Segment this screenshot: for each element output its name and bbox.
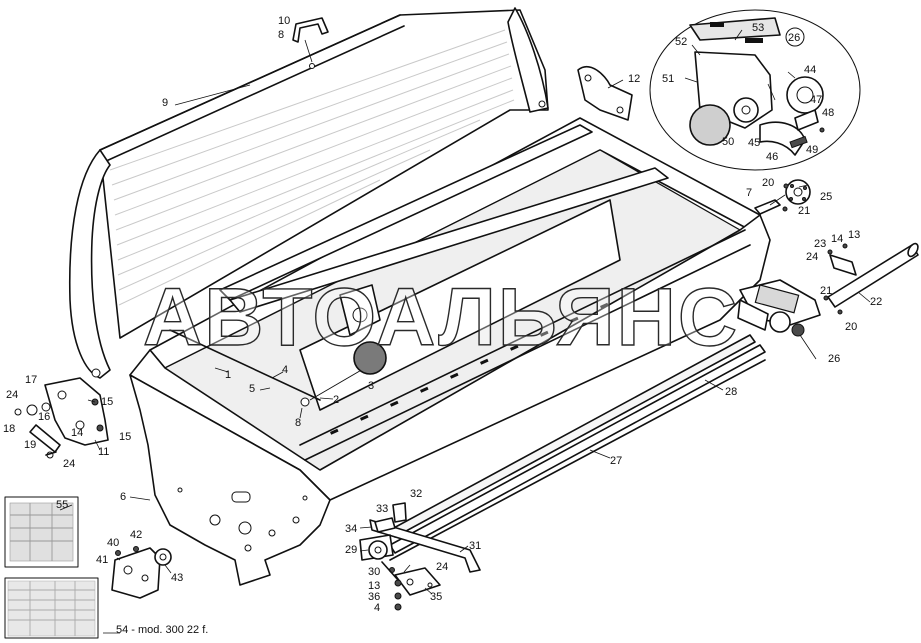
callout-43: 43 [171,572,183,584]
callout-36: 36 [368,591,380,603]
callout-25: 25 [820,191,832,203]
callout-33: 33 [376,503,388,515]
callout-3: 3 [368,380,374,392]
seed-hopper-body [129,117,771,586]
callout-24b: 24 [63,458,75,470]
callout-2: 2 [333,394,339,406]
lever-assembly [359,502,481,611]
callout-31: 31 [469,540,481,552]
callout-24d: 24 [436,561,448,573]
callout-21b: 21 [798,205,810,217]
hopper-lid [68,7,549,379]
callout-9: 9 [162,97,168,109]
seed-table-54 [4,577,99,639]
callout-32: 32 [410,488,422,500]
callout-6: 6 [120,491,126,503]
metering-slots [330,302,609,435]
callout-17: 17 [25,374,37,386]
callout-labels: 10 8 9 12 1 4 5 3 2 8 6 17 24 16 15 14 1… [3,15,882,636]
detail-label-ring [785,27,805,47]
lid-ribs [109,29,515,306]
callout-42: 42 [130,529,142,541]
callout-55: 55 [56,499,68,511]
callout-29: 29 [345,544,357,556]
caption-54: 54 - mod. 300 22 f. [116,624,208,636]
callout-13a: 13 [848,229,860,241]
callout-22: 22 [870,296,882,308]
bearing-plate [111,546,172,599]
callout-24c: 24 [806,251,818,263]
callout-51: 51 [662,73,674,85]
callout-16: 16 [38,411,50,423]
callout-28: 28 [725,386,737,398]
callout-4b: 4 [374,602,380,614]
callout-14b: 14 [831,233,843,245]
callout-34: 34 [345,523,357,535]
callout-19: 19 [24,439,36,451]
callout-1: 1 [225,369,231,381]
callout-27: 27 [610,455,622,467]
detail-view-26 [649,9,861,171]
drive-gear-26 [737,279,821,337]
callout-8a: 8 [278,29,284,41]
callout-14a: 14 [71,427,83,439]
callout-15a: 15 [101,396,113,408]
callout-44: 44 [804,64,816,76]
callout-41: 41 [96,554,108,566]
callout-4a: 4 [282,364,288,376]
callout-5: 5 [249,383,255,395]
callout-20b: 20 [762,177,774,189]
callout-21a: 21 [820,285,832,297]
end-plate-holes [177,487,308,552]
plate-23 [823,243,857,315]
watermark: АВТОАЛЬЯНС [143,272,739,363]
callout-48: 48 [822,107,834,119]
callout-35: 35 [430,591,442,603]
callout-50: 50 [722,136,734,148]
callout-18: 18 [3,423,15,435]
leader-lines [59,29,871,634]
callout-40: 40 [107,537,119,549]
callout-30: 30 [368,566,380,578]
callout-13b: 13 [368,580,380,592]
callout-23: 23 [814,238,826,250]
bracket-12 [577,65,633,121]
drive-shafts [389,334,766,561]
callout-24a: 24 [6,389,18,401]
callout-47: 47 [810,94,822,106]
left-bracket-assembly [14,377,109,459]
callout-26-detail: 26 [788,32,800,44]
callout-12: 12 [628,73,640,85]
callout-45: 45 [748,137,760,149]
label-sheet-55 [4,496,79,568]
callout-8b: 8 [295,417,301,429]
callout-46: 46 [766,151,778,163]
callout-11: 11 [98,446,109,458]
callout-53: 53 [752,22,764,34]
callout-52: 52 [675,36,687,48]
callout-7: 7 [746,187,752,199]
callout-20a: 20 [845,321,857,333]
callout-10: 10 [278,15,290,27]
callout-26: 26 [828,353,840,365]
shaft-22 [827,242,919,308]
callout-49: 49 [806,144,818,156]
callout-15b: 15 [119,431,131,443]
